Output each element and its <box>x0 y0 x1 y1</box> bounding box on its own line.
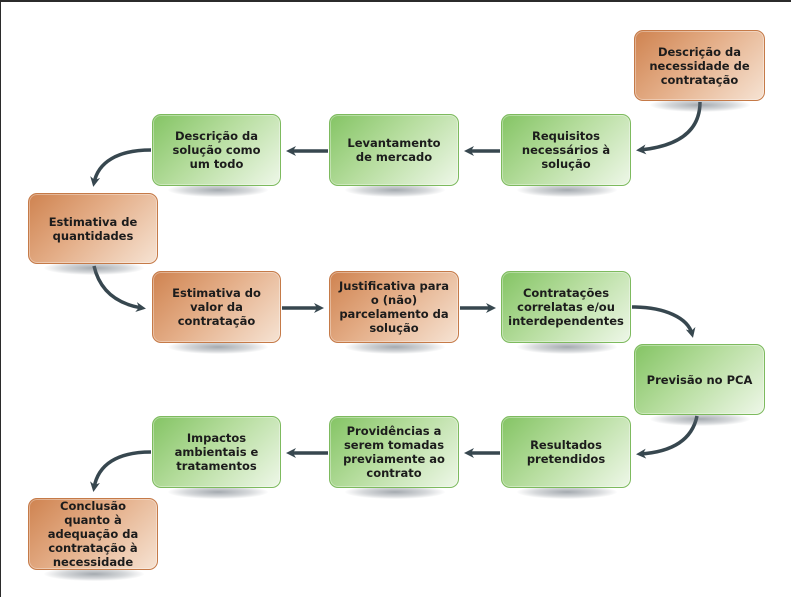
box-shadow <box>517 183 617 197</box>
step-environmental-impacts: Impactos ambientais e tratamentos <box>152 416 281 488</box>
box-shadow <box>44 261 144 275</box>
box-shadow <box>44 567 144 581</box>
step-label: Levantamento de mercado <box>347 136 441 164</box>
step-necessity-description: Descrição da necessidade de contratação <box>634 30 765 101</box>
step-label: Previsão no PCA <box>646 372 753 387</box>
step-label: Justificativa para o (não) parcelamento … <box>339 279 449 335</box>
box-shadow <box>168 340 268 354</box>
step-label: Requisitos necessários à solução <box>521 129 611 171</box>
box-shadow <box>517 485 617 499</box>
step-pca-forecast: Previsão no PCA <box>634 344 765 415</box>
step-solution-requirements: Requisitos necessários à solução <box>501 114 631 186</box>
step-prior-actions: Providências a serem tomadas previamente… <box>329 416 459 488</box>
step-parceling-justification: Justificativa para o (não) parcelamento … <box>329 271 459 343</box>
box-shadow <box>345 340 445 354</box>
box-shadow <box>168 485 268 499</box>
arrow-4-to-5 <box>90 148 152 187</box>
step-label: Estimativa de quantidades <box>48 214 138 243</box>
box-shadow <box>168 183 268 197</box>
step-quantity-estimate: Estimativa de quantidades <box>28 193 158 264</box>
box-shadow <box>345 485 445 499</box>
box-shadow <box>650 412 750 426</box>
step-label: Descrição da necessidade de contratação <box>649 44 750 87</box>
step-label: Providências a serem tomadas previamente… <box>343 424 445 480</box>
box-shadow <box>345 183 445 197</box>
step-label: Descrição da solução como um todo <box>172 129 261 171</box>
window-frame-left <box>0 0 1 597</box>
box-shadow <box>650 98 750 112</box>
step-value-estimate: Estimativa do valor da contratação <box>152 271 281 343</box>
step-conclusion: Conclusão quanto à adequação da contrata… <box>28 498 158 570</box>
step-label: Contratações correlatas e/ou interdepend… <box>508 286 624 328</box>
step-label: Estimativa do valor da contratação <box>172 286 261 328</box>
arrow-12-to-13 <box>90 450 152 492</box>
box-shadow <box>517 340 617 354</box>
step-intended-results: Resultados pretendidos <box>501 416 631 488</box>
arrow-8-to-9 <box>631 305 696 338</box>
step-label: Impactos ambientais e tratamentos <box>174 431 259 473</box>
step-label: Resultados pretendidos <box>526 438 606 466</box>
step-market-survey: Levantamento de mercado <box>329 114 459 186</box>
step-label: Conclusão quanto à adequação da contrata… <box>47 499 139 569</box>
window-frame-top <box>0 0 791 2</box>
step-solution-description: Descrição da solução como um todo <box>152 114 281 186</box>
step-related-contracts: Contratações correlatas e/ou interdepend… <box>501 271 631 343</box>
